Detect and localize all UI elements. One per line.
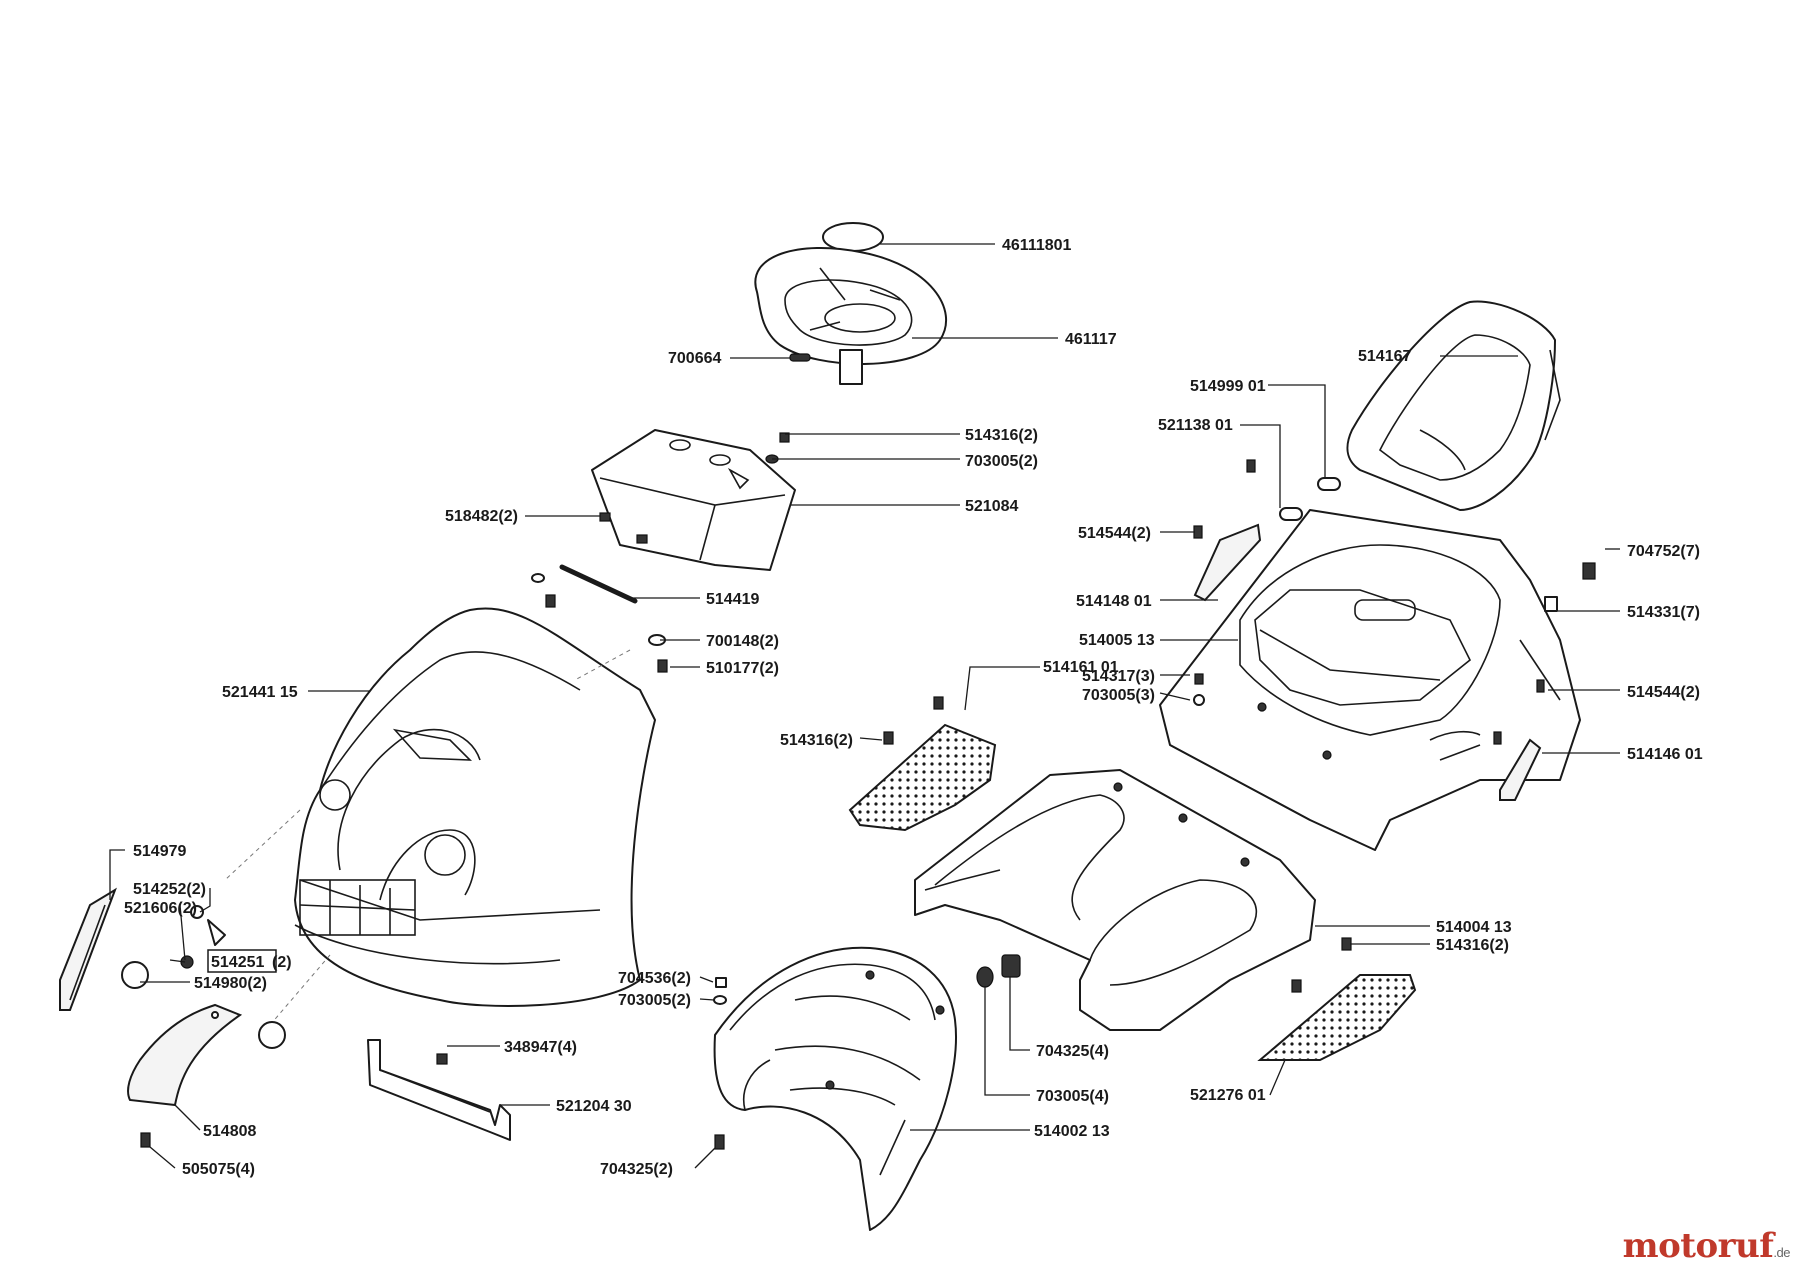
label-514161-01: 514161 01 <box>1043 659 1119 676</box>
label-521276-01: 521276 01 <box>1190 1087 1266 1104</box>
label-514316-2-top: 514316(2) <box>965 427 1038 444</box>
leader-lines <box>109 243 1620 1169</box>
footrest-left <box>848 723 997 832</box>
label-514419: 514419 <box>706 591 759 608</box>
label-348947-4: 348947(4) <box>504 1039 577 1056</box>
label-514251-suffix: (2) <box>272 954 292 971</box>
headlight-lens <box>59 887 117 1011</box>
dashboard-panel <box>591 429 796 571</box>
part-labels: 46111801 461117 700664 514167 514999 01 … <box>124 237 1703 1178</box>
label-700148-2: 700148(2) <box>706 633 779 650</box>
label-514808: 514808 <box>203 1123 256 1140</box>
label-514544-2-left: 514544(2) <box>1078 525 1151 542</box>
label-521138-01: 521138 01 <box>1158 417 1233 434</box>
floor-panel <box>914 769 1316 1031</box>
steering-cap <box>822 222 884 252</box>
dash-screw <box>636 534 648 544</box>
seat <box>1346 300 1561 511</box>
hood <box>294 607 656 1007</box>
label-514317-3: 514317(3) <box>1082 668 1155 685</box>
label-704536-2: 704536(2) <box>618 970 691 987</box>
side-cover <box>127 1003 243 1107</box>
steering-wheel <box>754 246 947 365</box>
dash-screw <box>599 512 611 522</box>
rear-body <box>1159 509 1581 851</box>
label-521084: 521084 <box>965 498 1018 515</box>
label-514979: 514979 <box>133 843 186 860</box>
label-514148-01: 514148 01 <box>1076 593 1152 610</box>
label-521606-2: 521606(2) <box>124 900 197 917</box>
label-514980-2: 514980(2) <box>194 975 267 992</box>
front-bracket <box>367 1039 511 1141</box>
label-704325-4: 704325(4) <box>1036 1043 1109 1060</box>
label-514146-01: 514146 01 <box>1627 746 1703 763</box>
label-514999-01: 514999 01 <box>1190 378 1266 395</box>
rear-trim <box>1193 523 1262 602</box>
side-bracket <box>1499 738 1542 801</box>
label-514544-2-right: 514544(2) <box>1627 684 1700 701</box>
steering-shaft <box>839 349 863 385</box>
label-704325-2: 704325(2) <box>600 1161 673 1178</box>
label-703005-3: 703005(3) <box>1082 687 1155 704</box>
label-514331-7: 514331(7) <box>1627 604 1700 621</box>
label-514002-13: 514002 13 <box>1034 1123 1110 1140</box>
highlight-box <box>207 949 277 973</box>
label-461117: 461117 <box>1065 331 1117 348</box>
label-514005-13: 514005 13 <box>1079 632 1155 649</box>
label-703005-4: 703005(4) <box>1036 1088 1109 1105</box>
label-514251-2: 514251 <box>211 954 264 971</box>
rod <box>559 564 638 604</box>
label-514004-13: 514004 13 <box>1436 919 1512 936</box>
label-514316-2-mid: 514316(2) <box>780 732 853 749</box>
label-700664: 700664 <box>668 350 721 367</box>
roll-pin <box>789 353 811 362</box>
footrest-right <box>1257 974 1417 1061</box>
label-46111801: 46111801 <box>1002 237 1072 254</box>
front-fender <box>713 946 957 1231</box>
label-704752-7: 704752(7) <box>1627 543 1700 560</box>
label-510177-2: 510177(2) <box>706 660 779 677</box>
label-518482-2: 518482(2) <box>445 508 518 525</box>
label-514167: 514167 <box>1358 348 1411 365</box>
steering-wheel-assembly <box>754 222 947 385</box>
brand-logo: motoruf.de <box>1622 1226 1791 1266</box>
lamp-socket <box>121 961 149 989</box>
label-521441-15: 521441 15 <box>222 684 298 701</box>
label-703005-2-top: 703005(2) <box>965 453 1038 470</box>
label-514316-2-low: 514316(2) <box>1436 937 1509 954</box>
label-703005-2-low: 703005(2) <box>618 992 691 1009</box>
label-521204-30: 521204 30 <box>556 1098 632 1115</box>
label-505075-4: 505075(4) <box>182 1161 255 1178</box>
label-514252-2: 514252(2) <box>133 881 206 898</box>
